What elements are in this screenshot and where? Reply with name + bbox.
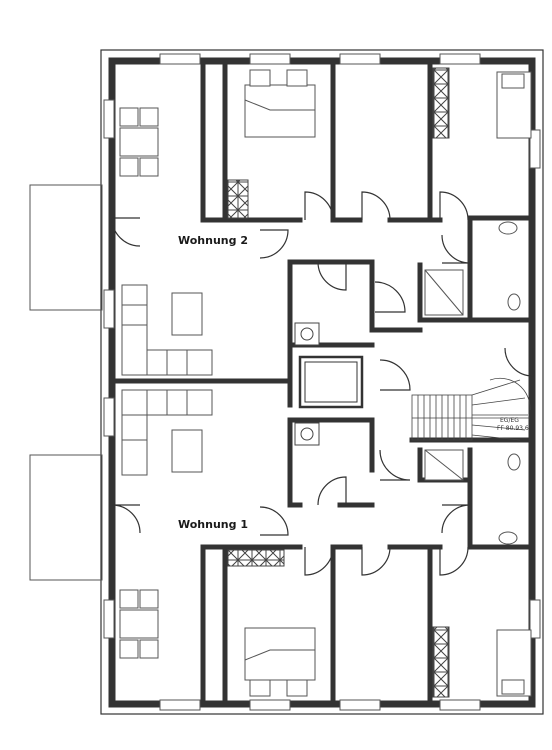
interior-walls xyxy=(109,61,535,707)
elevator-shaft xyxy=(298,355,364,409)
label-wohnung-2: Wohnung 2 xyxy=(178,234,248,247)
furniture xyxy=(119,69,532,697)
wardrobes xyxy=(227,67,450,698)
utility-rooms xyxy=(294,322,320,446)
label-wohnung-1: Wohnung 1 xyxy=(178,518,248,531)
balconies xyxy=(29,184,103,581)
stair-label-line1: EG/EG xyxy=(500,417,519,424)
stair-label-line2: FF 80.93.6 xyxy=(497,425,529,432)
windows xyxy=(103,53,541,711)
staircase xyxy=(411,377,531,441)
doors xyxy=(111,191,534,576)
